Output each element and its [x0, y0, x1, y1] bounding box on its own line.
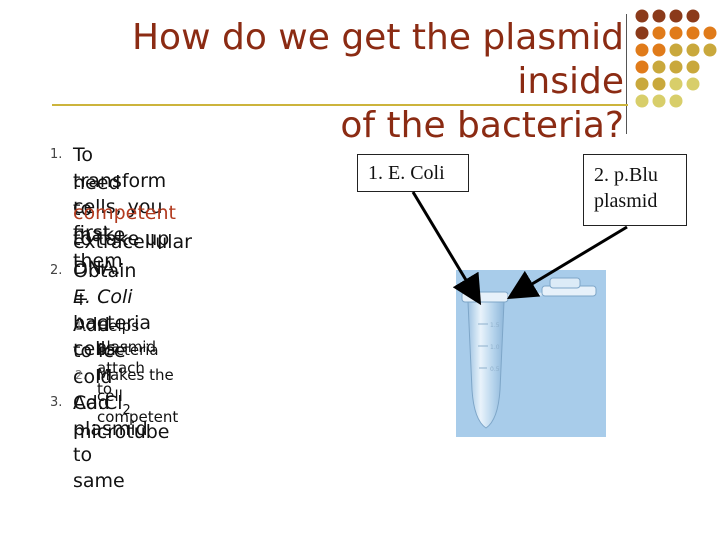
decorative-dot [652, 77, 666, 91]
plasmid-callout: 2. p.Blu plasmid [583, 154, 687, 226]
decorative-dot [635, 9, 649, 23]
list-item-2-line-2: + Add to ice cold Ca.Cl2 [73, 286, 131, 424]
microtube-illustration: 1.5 1.0 0.5 [461, 277, 597, 429]
decorative-dot [686, 43, 700, 57]
title-underline [52, 104, 628, 106]
ecoli-callout: 1. E. Coli [357, 154, 469, 192]
decorative-dot [635, 60, 649, 74]
decorative-dot [669, 43, 683, 57]
list-item-1-line-2: need to make them [73, 172, 126, 272]
plasmid-callout-line-2: plasmid [594, 190, 658, 212]
microtube-photo: 1.5 1.0 0.5 [456, 270, 606, 437]
tube-mark-1-0: 1.0 [490, 344, 500, 351]
sublist-number-1: 1. [75, 319, 87, 333]
list-item-1-line-4: extracellular DNA. [73, 231, 192, 279]
list-item-2-line-1: Obtain E. Coli bacteria cells [73, 258, 151, 362]
decorative-dot [669, 26, 683, 40]
sublist-item-1-line-2: bacteria [97, 341, 159, 359]
list-item-2-suffix: bacteria cells [73, 312, 152, 360]
list-item-2-prefix: Obtain [73, 260, 137, 282]
decorative-dot-grid [635, 9, 717, 108]
decorative-dot [686, 26, 700, 40]
list-item-1-line-3-rest: to take up [73, 228, 170, 250]
decorative-dot [669, 94, 683, 108]
list-number-3: 3. [50, 395, 63, 410]
decorative-dot [686, 60, 700, 74]
decorative-dot [652, 94, 666, 108]
sublist-item-1-line-1: Helps plasmid attach to [97, 317, 156, 398]
sublist-item-2-line-1: Makes the cell competent [97, 366, 179, 426]
decorative-dot [669, 77, 683, 91]
decorative-dot [635, 43, 649, 57]
decorative-dot [669, 60, 683, 74]
decorative-dot [686, 77, 700, 91]
title-vertical-rule [626, 14, 627, 134]
decorative-dot [669, 9, 683, 23]
decorative-dot [652, 43, 666, 57]
title-line-2: of the bacteria? [340, 105, 624, 146]
plasmid-callout-line-1: 2. p.Blu [594, 164, 658, 186]
list-item-1-line-3: competent to take up [73, 200, 176, 252]
decorative-dot [703, 26, 717, 40]
list-item-2-line-2-text: + Add to ice cold Ca.Cl [73, 288, 126, 414]
decorative-dot [686, 9, 700, 23]
decorative-dot [652, 26, 666, 40]
tube-mark-0-5: 0.5 [490, 366, 500, 373]
list-number-2: 2. [50, 263, 63, 278]
decorative-dot [635, 26, 649, 40]
list-item-3-line-1: Add plasmid to same [73, 392, 148, 492]
list-number-1: 1. [50, 147, 63, 162]
list-item-1-line-1: To transform cells, you first [73, 144, 167, 244]
chemical-subscript: 2 [122, 402, 131, 418]
tube-mark-1-5: 1.5 [490, 322, 500, 329]
decorative-dot [635, 77, 649, 91]
list-item-3-line-2: microtube [73, 421, 170, 443]
decorative-dot [652, 9, 666, 23]
decorative-dot [635, 94, 649, 108]
sublist-number-2: 2. [75, 368, 87, 382]
decorative-dot [703, 43, 717, 57]
competent-highlight: competent [73, 202, 176, 224]
slide-title: How do we get the plasmid inside of the … [24, 16, 624, 148]
species-name: E. Coli [73, 286, 133, 308]
decorative-dot [652, 60, 666, 74]
title-line-1: How do we get the plasmid inside [131, 17, 624, 102]
ecoli-callout-text: 1. E. Coli [368, 162, 445, 184]
